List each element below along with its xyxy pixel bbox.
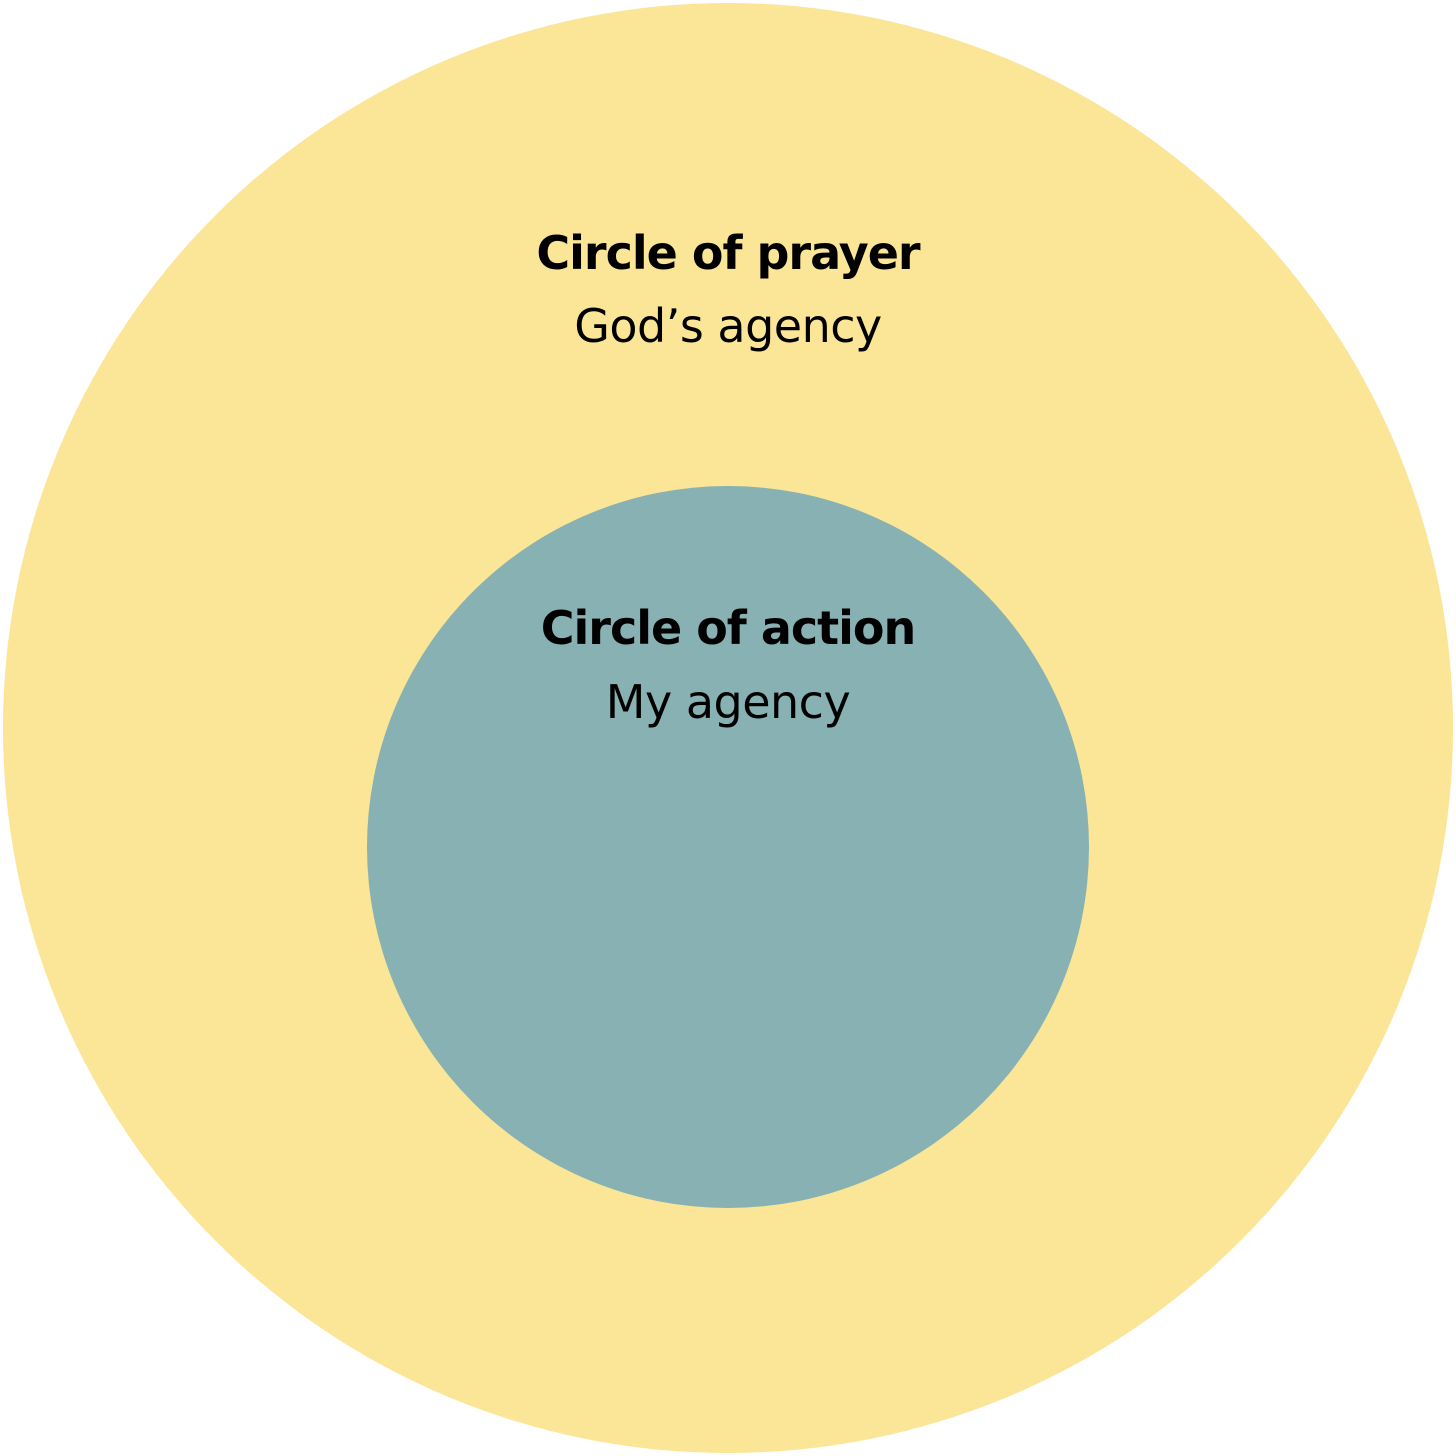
circle-of-prayer-subtitle: God’s agency: [574, 299, 882, 353]
circle-of-action-title: Circle of action: [540, 601, 917, 655]
circle-of-action: [367, 486, 1089, 1208]
circle-of-action-subtitle: My agency: [605, 675, 851, 729]
circle-of-prayer-title: Circle of prayer: [536, 226, 920, 280]
